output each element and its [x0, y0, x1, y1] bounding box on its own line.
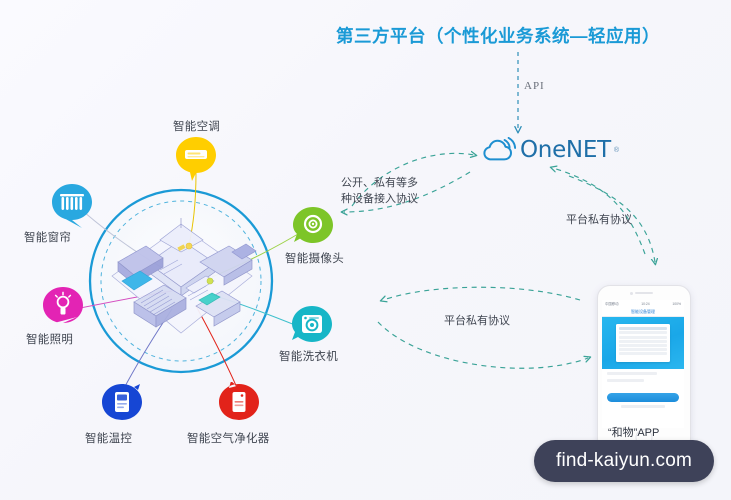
watermark-text: find-kaiyun.com: [555, 450, 693, 471]
smart-home-illustration: [111, 218, 257, 334]
card-row: [619, 327, 667, 331]
app-list: [602, 369, 684, 389]
device-pin-smart-camera[interactable]: [291, 205, 335, 249]
watermark-banner: find-kaiyun.com: [534, 440, 714, 482]
camera-icon: [293, 207, 333, 243]
app-hero-banner: [602, 317, 684, 369]
device-label-smart-camera: 智能摄像头: [285, 253, 344, 265]
phone-camera-dot: [630, 291, 633, 295]
curtain-icon: [52, 184, 92, 228]
protocol-label-device-access: 公开、私有等多 种设备接入协议: [341, 176, 418, 208]
lamp-icon: [43, 287, 83, 323]
phone-app-label: “和物”APP: [608, 427, 660, 439]
app-header: 智能设备管理: [602, 307, 684, 317]
device-label-smart-air-conditioner: 智能空调: [173, 121, 221, 133]
cloud-icon: [483, 137, 517, 161]
api-label: API: [524, 80, 545, 92]
protocol-label-private-bottom: 平台私有协议: [444, 315, 510, 327]
device-label-smart-curtain: 智能窗帘: [24, 232, 72, 244]
phone-screen[interactable]: 中国移动 10:24 100% 智能设备管理: [602, 300, 684, 428]
device-label-smart-air-purifier: 智能空气净化器: [187, 433, 270, 445]
device-label-smart-thermostat: 智能温控: [85, 433, 133, 445]
app-cta-button[interactable]: [607, 393, 679, 403]
onenet-logo[interactable]: OneNET ®: [483, 137, 619, 163]
onenet-wordmark: OneNET: [520, 137, 611, 163]
card-row: [619, 348, 667, 352]
status-time: 10:24: [641, 301, 650, 306]
device-pin-smart-thermostat[interactable]: [100, 382, 144, 426]
device-pin-smart-curtain[interactable]: [50, 182, 94, 228]
trademark-mark: ®: [613, 146, 619, 154]
list-item[interactable]: [607, 372, 658, 376]
thermostat-icon: [102, 384, 142, 420]
protocol-line-2: 种设备接入协议: [341, 192, 418, 205]
device-pin-smart-air-purifier[interactable]: [217, 382, 261, 426]
phone-earpiece: [635, 292, 653, 295]
status-carrier: 中国移动: [605, 302, 619, 306]
protocol-label-private-right: 平台私有协议: [566, 214, 632, 226]
device-pin-smart-washing-machine[interactable]: [290, 304, 334, 348]
washing-machine-icon: [292, 306, 332, 342]
device-label-smart-washing-machine: 智能洗衣机: [279, 351, 338, 363]
page-title: 第三方平台（个性化业务系统—轻应用）: [336, 26, 660, 46]
status-battery: 100%: [672, 301, 681, 306]
device-label-smart-lighting: 智能照明: [26, 334, 74, 346]
device-pin-smart-lighting[interactable]: [41, 285, 85, 329]
protocol-line-1: 公开、私有等多: [341, 177, 418, 189]
card-row: [619, 339, 667, 343]
card-row: [619, 352, 667, 356]
air-purifier-icon: [219, 382, 259, 420]
phone-status-bar: 中国移动 10:24 100%: [602, 300, 684, 307]
air-conditioner-icon: [176, 137, 216, 181]
device-pin-smart-air-conditioner[interactable]: [174, 135, 218, 181]
protocol-arrows: [344, 153, 655, 369]
card-row: [619, 331, 667, 335]
app-device-card[interactable]: [616, 324, 670, 362]
app-footer-hint: [621, 405, 665, 408]
phone-mockup[interactable]: 中国移动 10:24 100% 智能设备管理: [597, 285, 691, 452]
list-item[interactable]: [607, 379, 645, 383]
card-row: [619, 335, 667, 339]
app-title: 智能设备管理: [631, 308, 655, 314]
card-row: [619, 343, 667, 347]
